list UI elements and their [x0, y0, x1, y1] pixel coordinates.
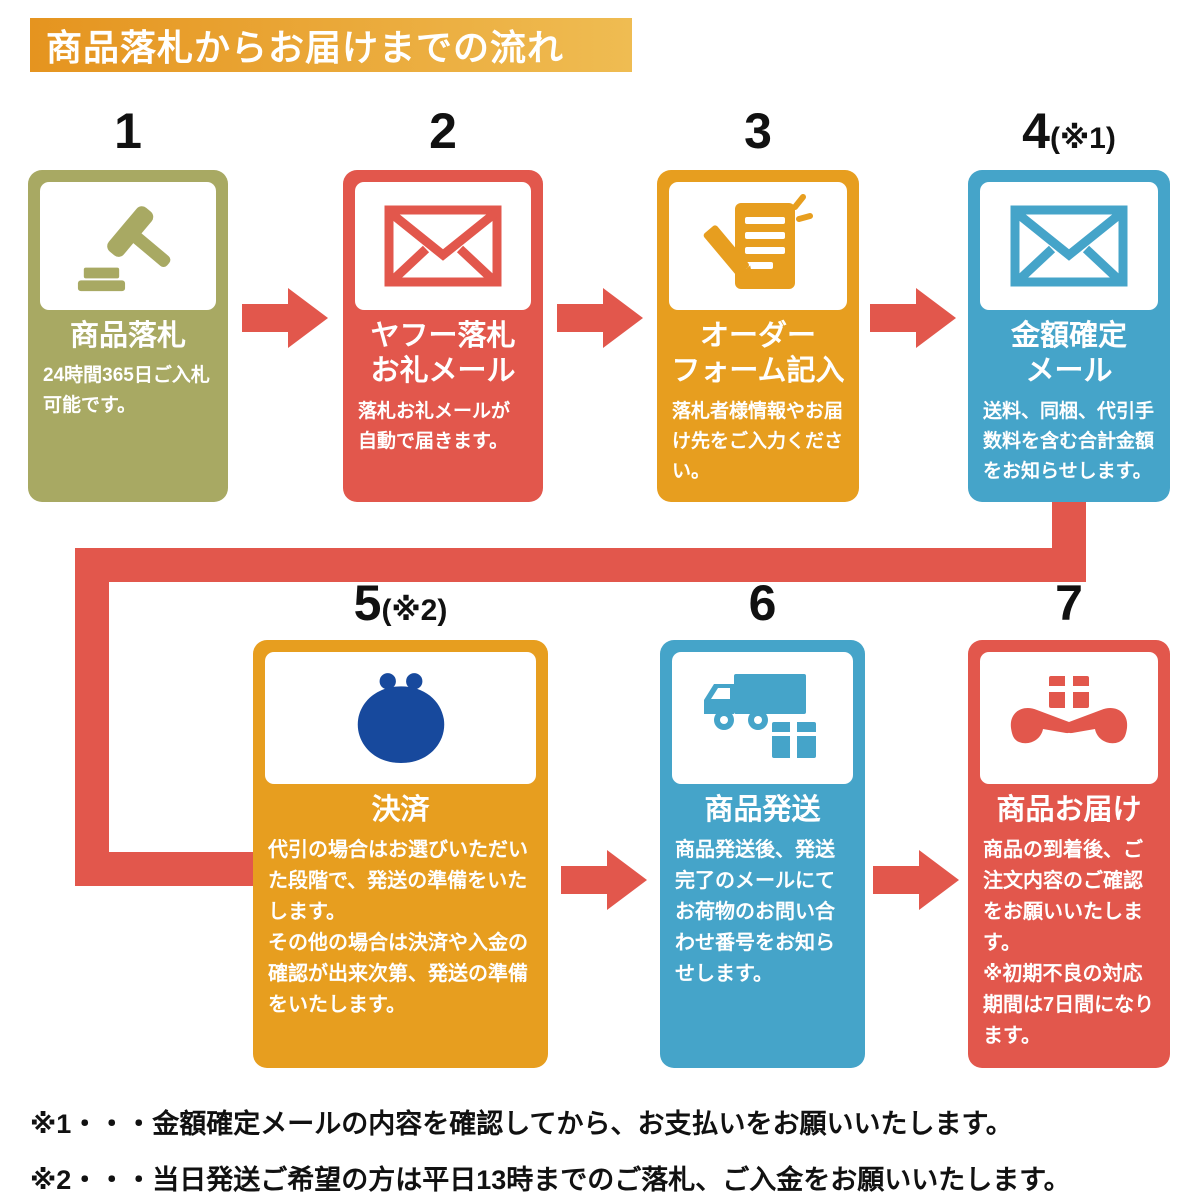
- truck-box-icon: [672, 652, 853, 784]
- arrow-right-icon: [557, 288, 643, 348]
- step-description: 送料、同梱、代引手数料を含む合計金額をお知らせします。: [983, 400, 1155, 482]
- step-title: 商品お届け: [996, 794, 1142, 826]
- step-number-4: 4(※1): [1022, 103, 1116, 159]
- footnote-1: ※1・・・金額確定メールの内容を確認してから、お支払いをお願いいたします。: [30, 1109, 1013, 1139]
- step-card-payment: 決済 代引の場合はお選びいただいた段階で、発送の準備をいたします。 その他の場合…: [253, 640, 548, 1068]
- gavel-icon: [40, 182, 216, 310]
- step-card-shipping: 商品発送 商品発送後、発送完了のメールにてお荷物のお問い合わせ番号をお知らせしま…: [660, 640, 865, 1068]
- hands-package-icon: [980, 652, 1158, 784]
- step-number-3: 3: [744, 103, 772, 159]
- flow-connector-segment-into-step5: [75, 852, 265, 886]
- coin-purse-icon: [265, 652, 536, 784]
- step-title: 決済: [371, 794, 430, 826]
- step-description: 商品発送後、発送完了のメールにてお荷物のお問い合わせ番号をお知らせします。: [675, 839, 835, 986]
- step-description: 商品の到着後、ご注文内容のご確認をお願いいたします。 ※初期不良の対応期間は7日…: [983, 839, 1155, 1048]
- step-number-1: 1: [114, 103, 142, 159]
- step-number-5: 5(※2): [353, 575, 448, 631]
- step-card-order-form: オーダー フォーム記入 落札者様情報やお届け先をご入力ください。: [657, 170, 859, 502]
- step-card-thankyou-mail: ヤフー落札 お礼メール 落札お礼メールが自動で届きます。: [343, 170, 543, 502]
- arrow-right-icon: [561, 850, 647, 910]
- footnote-2: ※2・・・当日発送ご希望の方は平日13時までのご落札、ご入金をお願いいたします。: [30, 1165, 1071, 1195]
- step-description: 落札お礼メールが自動で届きます。: [358, 400, 511, 452]
- arrow-right-icon: [870, 288, 956, 348]
- pencil-form-icon: [669, 182, 847, 310]
- step-card-auction-win: 商品落札 24時間365日ご入札可能です。: [28, 170, 228, 502]
- step-number-6: 6: [748, 575, 777, 631]
- step-title: 商品発送: [704, 794, 821, 826]
- step-description: 代引の場合はお選びいただいた段階で、発送の準備をいたします。 その他の場合は決済…: [268, 839, 528, 1017]
- mail-icon: [355, 182, 531, 310]
- mail-icon: [980, 182, 1158, 310]
- arrow-right-icon: [242, 288, 328, 348]
- header-banner: 商品落札からお届けまでの流れ: [30, 18, 632, 72]
- step-description: 24時間365日ご入札可能です。: [43, 365, 210, 417]
- step-title: オーダー フォーム記入: [671, 320, 845, 388]
- step-title: 金額確定 メール: [1010, 320, 1127, 388]
- step-description: 落札者様情報やお届け先をご入力ください。: [672, 400, 844, 482]
- page-title: 商品落札からお届けまでの流れ: [46, 27, 565, 68]
- step-number-2: 2: [429, 103, 457, 159]
- flow-connector-segment-left-down: [75, 548, 109, 886]
- step-number-7: 7: [1055, 575, 1083, 631]
- flow-connector-segment-across: [75, 548, 1086, 582]
- step-title: 商品落札: [69, 320, 186, 352]
- step-card-price-mail: 金額確定 メール 送料、同梱、代引手数料を含む合計金額をお知らせします。: [968, 170, 1170, 502]
- arrow-right-icon: [873, 850, 959, 910]
- step-card-delivery: 商品お届け 商品の到着後、ご注文内容のご確認をお願いいたします。 ※初期不良の対…: [968, 640, 1170, 1068]
- step-title: ヤフー落札 お礼メール: [370, 320, 516, 388]
